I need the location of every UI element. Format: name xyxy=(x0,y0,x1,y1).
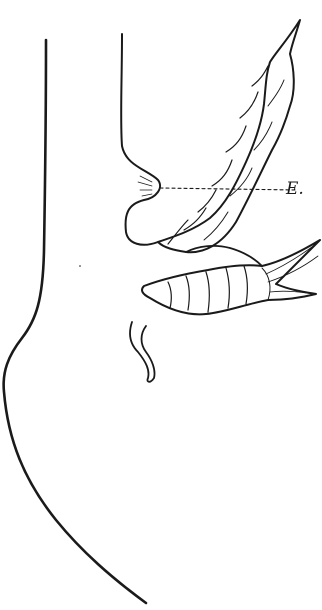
joint-curve xyxy=(186,246,262,266)
label-leader-line xyxy=(160,188,296,190)
lower-claw-outline xyxy=(142,240,320,314)
upper-claw-outline xyxy=(158,20,300,252)
limb-right-outline xyxy=(121,34,160,245)
limb-left-outline xyxy=(4,40,146,603)
lower-stalk xyxy=(130,322,155,382)
stray-mark xyxy=(79,265,81,267)
figure-label: E. xyxy=(285,179,304,199)
notch-hatching xyxy=(138,176,152,196)
upper-claw-segments xyxy=(168,66,284,244)
